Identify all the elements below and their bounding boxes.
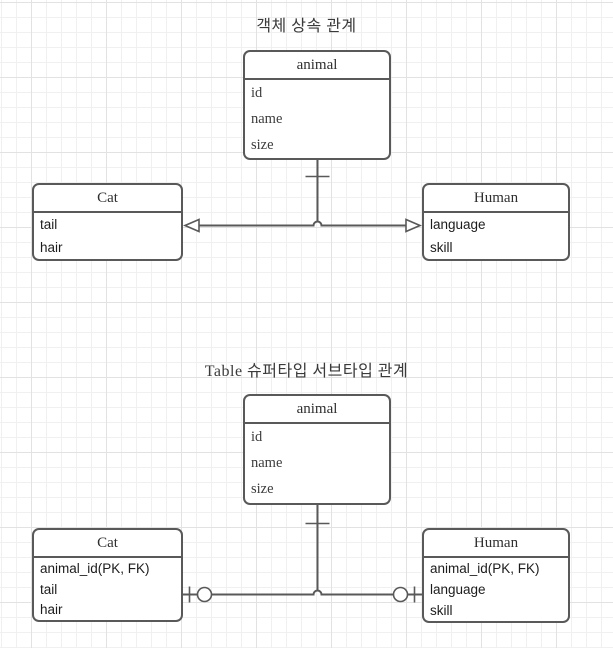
entity-title: animal [245,396,389,424]
entity-title: animal [245,52,389,80]
attribute-list: tail hair [34,213,181,259]
entity-cat-1[interactable]: Cat tail hair [32,183,183,261]
attribute-row: name [251,454,283,471]
attribute-row: language [430,217,486,232]
attribute-row: hair [40,240,63,255]
diagram1-title: 객체 상속 관계 [256,18,357,35]
supertype-subtype-connector[interactable] [183,505,422,603]
attribute-row: size [251,136,274,153]
attribute-list: language skill [424,213,568,259]
zero-circle-right-icon [392,586,409,603]
inheritance-connector[interactable] [182,160,423,233]
entity-title: Cat [34,530,181,558]
attribute-row: id [251,428,263,445]
attribute-row: animal_id(PK, FK) [430,561,540,576]
entity-animal-2[interactable]: animal id name size [243,394,391,505]
entity-human-2[interactable]: Human animal_id(PK, FK) language skill [422,528,570,623]
attribute-row: id [251,84,263,101]
attribute-row: language [430,582,486,597]
open-triangle-arrowhead-right-icon [405,218,423,233]
entity-title: Human [424,185,568,213]
attribute-row: skill [430,603,453,618]
attribute-list: animal_id(PK, FK) language skill [424,558,568,621]
attribute-row: skill [430,240,453,255]
attribute-list: id name size [245,80,389,158]
zero-circle-left-icon [196,586,213,603]
connector-horizontal-line [186,220,419,227]
attribute-list: animal_id(PK, FK) tail hair [34,558,181,620]
attribute-row: name [251,110,283,127]
open-triangle-arrowhead-left-icon [182,218,200,233]
attribute-row: hair [40,602,63,618]
entity-cat-2[interactable]: Cat animal_id(PK, FK) tail hair [32,528,183,622]
attribute-list: id name size [245,424,389,503]
connector-horizontal-line [183,589,422,596]
entity-title: Human [424,530,568,558]
attribute-row: tail [40,217,58,232]
attribute-row: animal_id(PK, FK) [40,560,150,576]
attribute-row: size [251,481,274,498]
entity-title: Cat [34,185,181,213]
attribute-row: tail [40,581,58,597]
diagram2-title: Table 슈퍼타입 서브타입 관계 [204,363,409,380]
entity-human-1[interactable]: Human language skill [422,183,570,261]
entity-animal-1[interactable]: animal id name size [243,50,391,160]
